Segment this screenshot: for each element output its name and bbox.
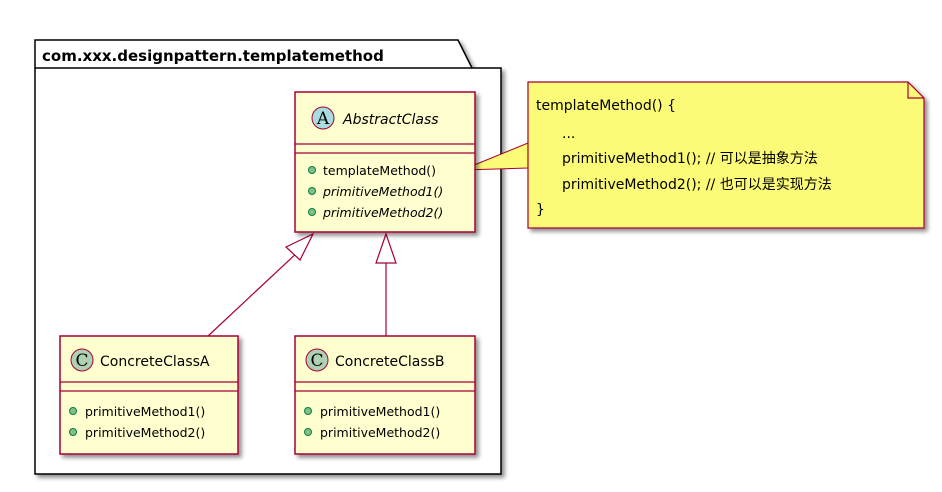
public-method-icon — [308, 208, 316, 216]
method-primitive2: primitiveMethod2() — [322, 205, 443, 220]
package-name: com.xxx.designpattern.templatemethod — [42, 47, 384, 65]
concrete-badge-letter: C — [310, 351, 323, 371]
concrete-class-icon — [305, 348, 329, 372]
class-abstractclass[interactable]: A AbstractClass templateMethod() primiti… — [294, 91, 476, 233]
abstract-badge-letter: A — [316, 109, 330, 129]
public-method-icon — [304, 407, 312, 415]
method-primitive1: primitiveMethod1() — [322, 184, 443, 199]
note-body — [527, 81, 925, 229]
method-primitive2: primitiveMethod2() — [320, 425, 440, 440]
public-method-icon — [69, 407, 77, 415]
public-method-icon — [304, 428, 312, 436]
concrete-badge-letter: C — [75, 351, 88, 371]
public-method-icon — [308, 166, 316, 174]
method-primitive1: primitiveMethod1() — [85, 404, 205, 419]
note-folded-corner — [907, 82, 924, 99]
note-line-4: primitiveMethod2(); // 也可以是实现方法 — [562, 177, 832, 193]
class-concreteclassb[interactable]: C ConcreteClassB primitiveMethod1() prim… — [294, 335, 476, 455]
inherit-arrowhead-a — [284, 232, 315, 261]
concrete-class-icon — [70, 348, 94, 372]
method-primitive2: primitiveMethod2() — [85, 425, 205, 440]
method-template: templateMethod() — [323, 163, 436, 178]
note-line-2: ... — [562, 126, 575, 142]
inherit-line-a — [207, 249, 301, 337]
inherit-arrowhead-b — [375, 232, 397, 264]
public-method-icon — [69, 428, 77, 436]
generalization-links — [207, 232, 397, 337]
class-name: ConcreteClassB — [335, 354, 445, 370]
abstract-class-icon — [311, 106, 335, 130]
template-method-note[interactable]: templateMethod() { ... primitiveMethod1(… — [527, 81, 925, 229]
note-line-5: } — [536, 202, 545, 218]
class-name: ConcreteClassA — [100, 354, 210, 370]
class-name: AbstractClass — [342, 112, 439, 128]
method-primitive1: primitiveMethod1() — [320, 404, 440, 419]
public-method-icon — [308, 187, 316, 195]
note-line-1: templateMethod() { — [536, 98, 676, 114]
note-line-3: primitiveMethod1(); // 可以是抽象方法 — [562, 151, 818, 167]
class-concreteclassa[interactable]: C ConcreteClassA primitiveMethod1() prim… — [59, 335, 239, 455]
